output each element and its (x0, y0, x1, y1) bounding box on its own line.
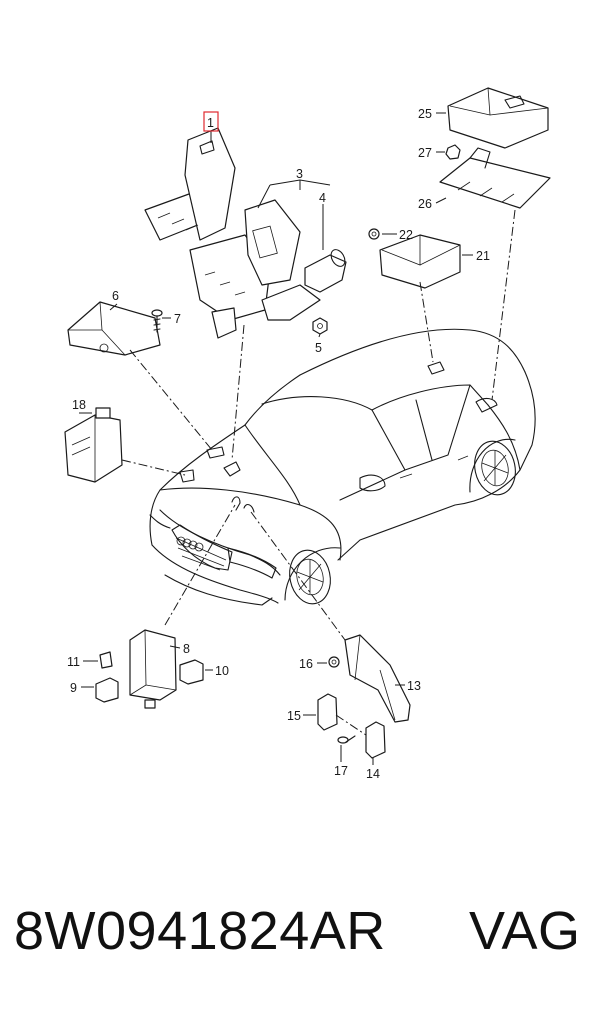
audi-rings-icon (176, 536, 204, 552)
part-11-fuse (99, 651, 113, 669)
location-lines (121, 209, 516, 736)
callout-13: 13 (407, 679, 421, 693)
part-1-fuse-cover (144, 127, 236, 241)
callout-11: 11 (67, 655, 80, 669)
callout-15: 15 (287, 709, 301, 723)
callout-25: 25 (418, 107, 432, 121)
callout-21: 21 (476, 249, 490, 263)
callout-26: 26 (418, 197, 432, 211)
callout-8: 8 (183, 642, 190, 656)
part-14-sensor (365, 721, 386, 759)
part-6-control-unit (67, 301, 161, 356)
callout-22: 22 (399, 228, 413, 242)
footer: 8W0941824AR VAG (0, 900, 600, 980)
part-7-screw (151, 309, 163, 333)
part-15-sensor (317, 693, 338, 731)
part-26-bracket (439, 147, 551, 209)
part-10-relay (179, 659, 204, 685)
callout-17: 17 (334, 764, 348, 778)
part-18-module (64, 407, 123, 483)
part-17-bolt (337, 735, 356, 744)
part-16-nut (328, 656, 340, 668)
callout-3: 3 (296, 167, 303, 181)
callout-10: 10 (215, 664, 229, 678)
part-3-fuse-box (189, 199, 321, 339)
callout-9: 9 (70, 681, 77, 695)
part-21-control-unit (379, 234, 461, 289)
callout-16: 16 (299, 657, 313, 671)
part-5-nut (312, 317, 328, 335)
callout-labels: 1 3 4 5 6 7 8 9 10 11 13 14 15 16 17 18 … (67, 107, 490, 781)
part-22-nut (368, 228, 380, 240)
callout-18: 18 (72, 398, 86, 412)
callout-7: 7 (174, 312, 181, 326)
part-8-relay-holder (129, 629, 177, 709)
part-13-bracket (344, 634, 411, 723)
callout-14: 14 (366, 767, 380, 781)
callout-1: 1 (207, 116, 214, 130)
callout-6: 6 (112, 289, 119, 303)
part-27-nut (445, 144, 461, 160)
part-4-socket (304, 249, 347, 293)
leader-lines (79, 112, 473, 765)
highlight-box-part-1 (203, 111, 219, 132)
callout-5: 5 (315, 341, 322, 355)
vehicle-outline (149, 328, 536, 606)
part-number: 8W0941824AR (14, 901, 386, 961)
callout-4: 4 (319, 191, 326, 205)
part-25-control-unit (447, 87, 549, 149)
callout-27: 27 (418, 146, 432, 160)
brand-name: VAG (469, 901, 581, 961)
part-9-connector (95, 677, 119, 703)
